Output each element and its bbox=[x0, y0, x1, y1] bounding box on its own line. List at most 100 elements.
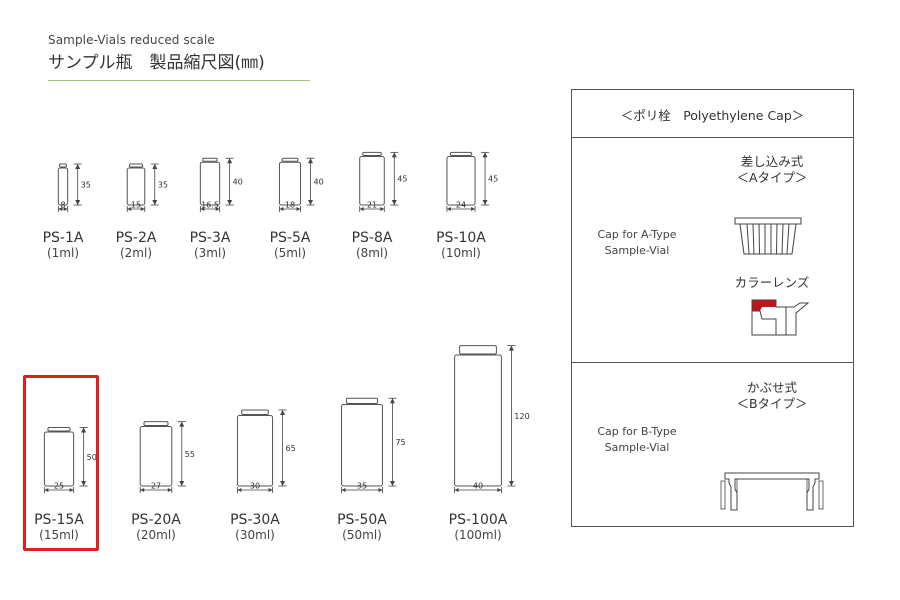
vial-volume: (20ml) bbox=[136, 528, 176, 542]
vial-body bbox=[341, 404, 383, 487]
type-b-title: かぶせ式 bbox=[746, 380, 797, 395]
vial-ps-10a: 45 24 bbox=[446, 151, 498, 212]
header: Sample-Vials reduced scale サンプル瓶 製品縮尺図(㎜… bbox=[48, 33, 265, 73]
vial-label-ps-100a: PS-100A(100ml) bbox=[428, 512, 528, 542]
vial-cap-rim bbox=[449, 151, 473, 157]
vial-height-label: 40 bbox=[233, 178, 243, 187]
vial-diameter-label: 21 bbox=[367, 201, 377, 210]
vial-label-ps-1a: PS-1A(1ml) bbox=[13, 230, 113, 260]
type-a-subtitle: ＜Aタイプ＞ bbox=[736, 170, 808, 185]
vial-diameter-label: 35 bbox=[357, 482, 367, 491]
vial-ps-50a: 75 35 bbox=[341, 397, 406, 493]
vial-name: PS-3A bbox=[189, 230, 231, 246]
vial-cap-rim bbox=[345, 397, 379, 405]
vial-volume: (8ml) bbox=[355, 246, 389, 260]
vial-cap-rim bbox=[143, 421, 169, 427]
vial-volume: (15ml) bbox=[39, 528, 79, 542]
vial-name: PS-30A bbox=[230, 512, 280, 528]
vial-height-label: 50 bbox=[87, 453, 97, 462]
vial-height-label: 35 bbox=[81, 181, 91, 190]
vial-height-label: 75 bbox=[395, 438, 405, 447]
vial-height-label: 65 bbox=[286, 444, 296, 453]
vial-body bbox=[57, 167, 69, 206]
type-b-cap-icon bbox=[720, 472, 824, 511]
vial-name: PS-1A bbox=[42, 230, 84, 246]
type-a-cap-icon bbox=[734, 217, 802, 255]
vial-diameter-label: 40 bbox=[473, 482, 483, 491]
vial-label-ps-2a: PS-2A(2ml) bbox=[86, 230, 186, 260]
type-b-desc-line2: Sample-Vial bbox=[604, 441, 670, 454]
vial-cap-rim bbox=[47, 427, 71, 432]
color-lens-icon bbox=[751, 299, 810, 336]
vial-label-ps-3a: PS-3A(3ml) bbox=[160, 230, 260, 260]
color-lens-label: カラーレンズ bbox=[734, 275, 810, 290]
vial-volume: (50ml) bbox=[342, 528, 382, 542]
vial-cap-rim bbox=[58, 163, 68, 168]
cap-panel-header: ＜ポリ栓 Polyethylene Cap＞ bbox=[620, 108, 805, 123]
vial-label-ps-20a: PS-20A(20ml) bbox=[106, 512, 206, 542]
type-b-desc-line1: Cap for B-Type bbox=[597, 425, 677, 438]
vial-diameter-label: 16.5 bbox=[201, 201, 219, 210]
vial-body bbox=[126, 167, 146, 206]
vial-volume: (5ml) bbox=[273, 246, 307, 260]
vial-volume: (1ml) bbox=[46, 246, 80, 260]
type-a-title: 差し込み式 bbox=[740, 154, 804, 169]
vial-label-ps-30a: PS-30A(30ml) bbox=[205, 512, 305, 542]
vial-height-label: 40 bbox=[314, 178, 324, 187]
vial-volume: (100ml) bbox=[454, 528, 502, 542]
vial-body bbox=[43, 431, 75, 487]
cap-panel: ＜ポリ栓 Polyethylene Cap＞ 差し込み式 ＜Aタイプ＞ Cap … bbox=[571, 89, 854, 527]
vial-body bbox=[139, 426, 173, 487]
vial-cap-rim bbox=[241, 409, 269, 416]
vial-diameter-label: 18 bbox=[285, 201, 295, 210]
vial-body bbox=[359, 156, 385, 206]
vial-volume: (30ml) bbox=[235, 528, 275, 542]
header-subtitle: Sample-Vials reduced scale bbox=[48, 33, 215, 47]
vial-body bbox=[454, 354, 502, 487]
vial-volume: (2ml) bbox=[119, 246, 153, 260]
vial-label-ps-5a: PS-5A(5ml) bbox=[240, 230, 340, 260]
vial-body bbox=[236, 415, 274, 487]
vial-volume: (10ml) bbox=[441, 246, 481, 260]
cap-panel-header-section: ＜ポリ栓 Polyethylene Cap＞ bbox=[572, 90, 853, 138]
vial-ps-3a: 40 16.5 bbox=[199, 157, 243, 212]
vial-name: PS-2A bbox=[115, 230, 157, 246]
vial-ps-8a: 45 21 bbox=[359, 151, 407, 212]
header-divider bbox=[48, 80, 310, 81]
vial-cap-rim bbox=[202, 157, 218, 162]
type-b-subtitle: ＜Bタイプ＞ bbox=[736, 396, 808, 411]
highlight-box-ps-15a bbox=[23, 375, 99, 551]
type-a-desc-line2: Sample-Vial bbox=[604, 244, 670, 257]
vial-height-label: 55 bbox=[185, 450, 195, 459]
vial-label-ps-10a: PS-10A(10ml) bbox=[411, 230, 511, 260]
vial-cap-rim bbox=[362, 151, 382, 157]
vial-name: PS-15A bbox=[34, 512, 84, 528]
vial-label-ps-15a: PS-15A(15ml) bbox=[9, 512, 109, 542]
vial-diameter-label: 25 bbox=[54, 482, 64, 491]
vial-name: PS-100A bbox=[448, 512, 508, 528]
vial-height-label: 35 bbox=[158, 181, 168, 190]
vial-height-label: 45 bbox=[488, 175, 498, 184]
vial-cap-rim bbox=[459, 345, 497, 355]
vial-height-label: 120 bbox=[514, 412, 529, 421]
vial-ps-15a: 50 25 bbox=[43, 427, 97, 493]
vial-body bbox=[278, 161, 302, 206]
vial-cap-rim bbox=[281, 157, 299, 162]
vial-diameter-label: 8 bbox=[60, 201, 65, 210]
vial-diameter-label: 24 bbox=[456, 201, 466, 210]
vial-name: PS-8A bbox=[351, 230, 393, 246]
vial-volume: (3ml) bbox=[193, 246, 227, 260]
cap-panel-divider bbox=[572, 362, 853, 364]
type-a-desc-line1: Cap for A-Type bbox=[597, 228, 677, 241]
vial-diameter-label: 27 bbox=[151, 482, 161, 491]
vial-ps-5a: 40 18 bbox=[278, 157, 324, 212]
vial-name: PS-20A bbox=[131, 512, 181, 528]
vial-diameter-label: 15 bbox=[131, 201, 141, 210]
vial-label-ps-8a: PS-8A(8ml) bbox=[322, 230, 422, 260]
vial-body bbox=[199, 161, 221, 206]
vial-label-ps-50a: PS-50A(50ml) bbox=[312, 512, 412, 542]
vial-height-label: 45 bbox=[397, 175, 407, 184]
vial-name: PS-10A bbox=[436, 230, 486, 246]
vial-ps-1a: 35 8 bbox=[57, 163, 91, 212]
